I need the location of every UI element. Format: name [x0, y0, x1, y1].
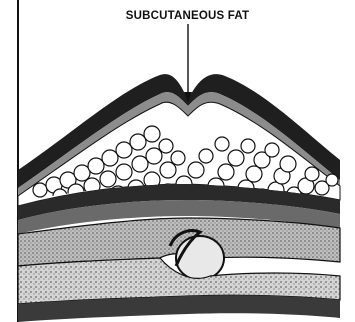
joint-capsule	[176, 236, 224, 280]
